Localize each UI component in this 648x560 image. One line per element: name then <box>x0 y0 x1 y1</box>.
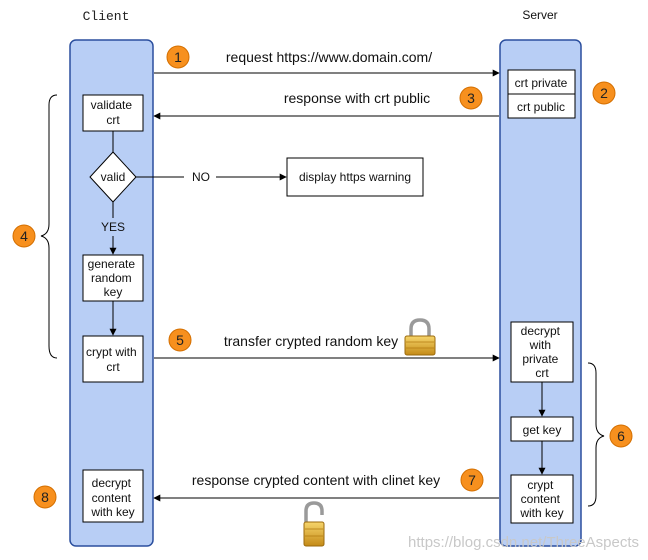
svg-text:2: 2 <box>600 85 608 101</box>
crypt-content-box: crypt content with key <box>510 474 574 524</box>
crt-public-box: crt public <box>507 93 576 119</box>
validate-crt-box: validate crt <box>82 94 144 132</box>
svg-text:crypt content with: crypt content with key <box>519 478 563 520</box>
valid-decision: valid <box>89 151 137 203</box>
step-1-badge: 1 <box>166 45 190 69</box>
svg-text:decrypt with priva: decrypt with private crt <box>521 324 564 380</box>
svg-text:1: 1 <box>174 49 182 65</box>
svg-text:5: 5 <box>176 332 184 348</box>
get-key-box: get key <box>510 416 574 442</box>
step-6-badge: 6 <box>609 424 633 448</box>
step-3-badge: 3 <box>459 86 483 110</box>
svg-text:6: 6 <box>617 428 625 444</box>
yes-label: YES <box>101 220 125 234</box>
svg-text:crypt with crt: crypt with crt <box>86 345 140 374</box>
step-8-badge: 8 <box>33 485 57 509</box>
decrypt-private-crt-box: decrypt with private crt <box>510 321 574 383</box>
server-lane-title: Server <box>522 8 557 22</box>
svg-text:3: 3 <box>467 90 475 106</box>
svg-text:validate crt: validate crt <box>91 98 136 127</box>
generate-random-key-box: generate random key <box>82 254 144 302</box>
svg-text:display https warning: display https warning <box>299 170 411 184</box>
watermark-text: https://blog.csdn.net/ThreeAspects <box>408 534 639 551</box>
svg-text:valid: valid <box>101 170 126 184</box>
response-crt-label: response with crt public <box>284 90 430 106</box>
request-label: request https://www.domain.com/ <box>226 49 432 65</box>
closed-lock-icon <box>404 318 436 356</box>
client-lane-title: Client <box>83 9 130 24</box>
svg-text:crt public: crt public <box>517 100 565 114</box>
response-content-label: response crypted content with clinet key <box>192 472 440 488</box>
step-7-badge: 7 <box>460 468 484 492</box>
right-brace <box>587 362 605 507</box>
step-4-badge: 4 <box>12 224 36 248</box>
open-lock-icon <box>303 501 325 547</box>
step-5-badge: 5 <box>168 328 192 352</box>
svg-text:crt private: crt private <box>515 76 568 90</box>
svg-text:decrypt content wi: decrypt content with key <box>90 476 134 519</box>
crypt-with-crt-box: crypt with crt <box>82 335 144 383</box>
svg-text:4: 4 <box>20 228 28 244</box>
svg-text:7: 7 <box>468 472 476 488</box>
https-warning-box: display https warning <box>286 157 424 197</box>
step-2-badge: 2 <box>592 81 616 105</box>
transfer-key-label: transfer crypted random key <box>224 333 398 349</box>
crt-private-box: crt private <box>507 69 576 95</box>
left-brace <box>40 94 58 359</box>
decrypt-content-box: decrypt content with key <box>82 469 144 523</box>
svg-text:generate random ke: generate random key <box>88 257 139 299</box>
no-label: NO <box>192 170 210 184</box>
svg-text:get key: get key <box>523 423 562 437</box>
svg-text:8: 8 <box>41 489 49 505</box>
